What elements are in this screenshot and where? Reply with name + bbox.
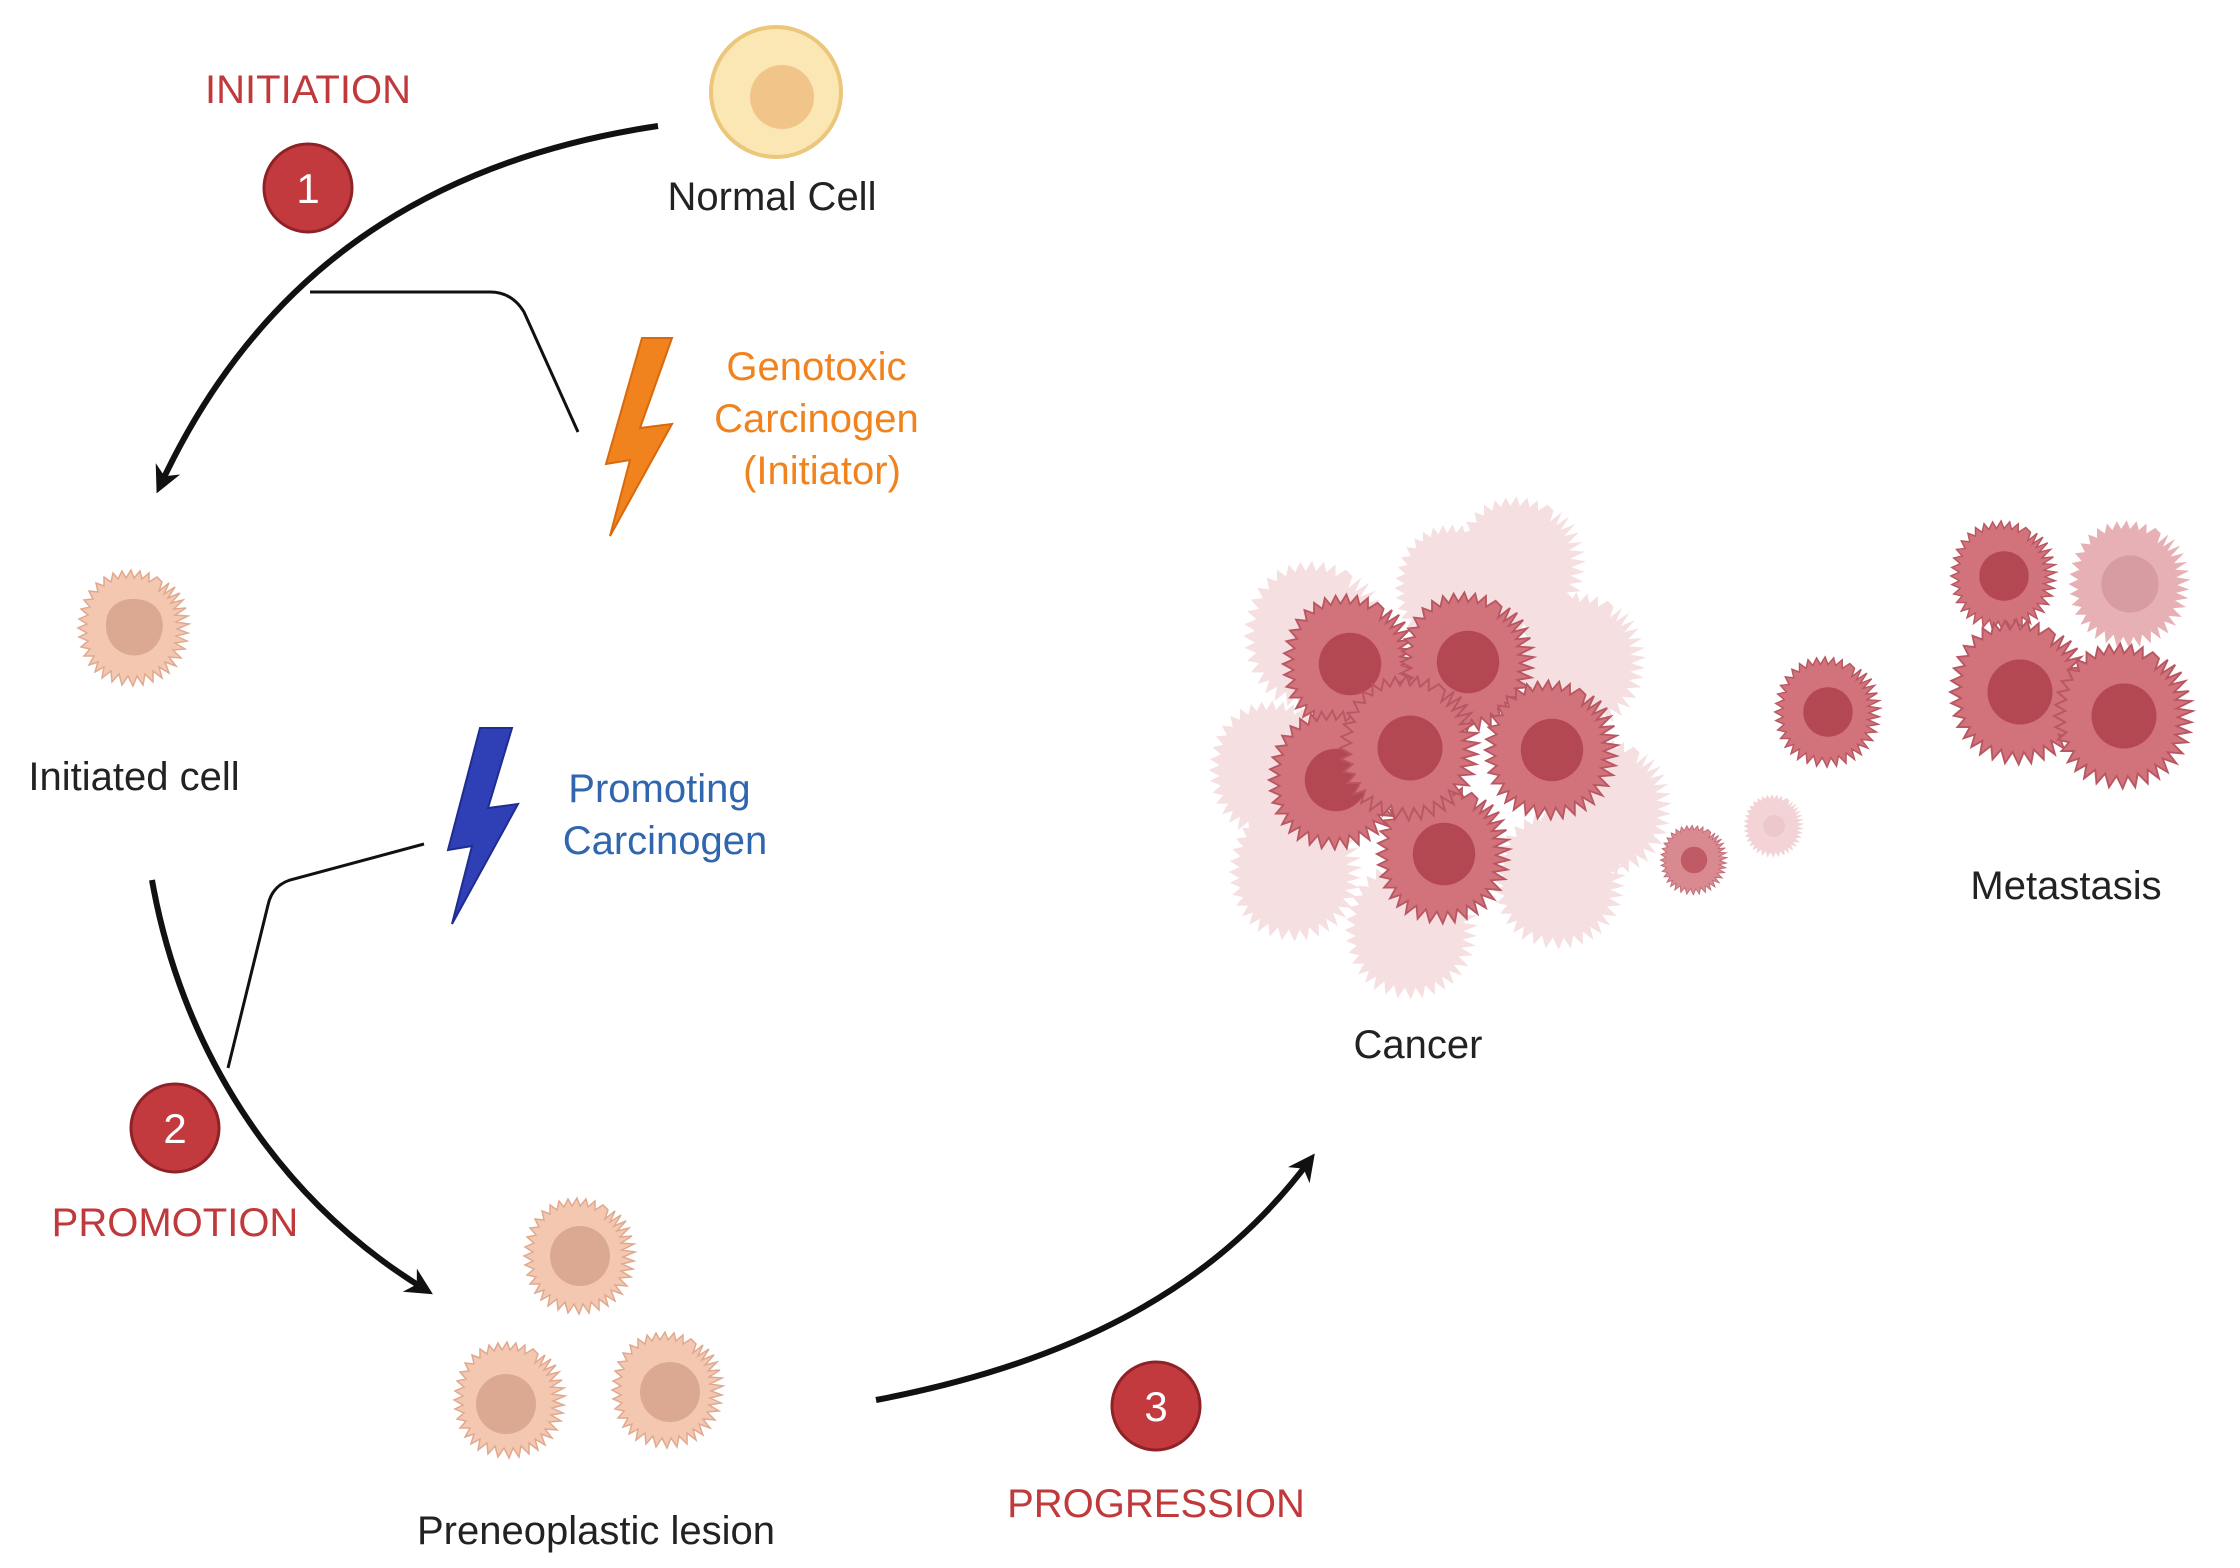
initiation-number: 1 bbox=[296, 165, 319, 212]
progression-badge: 3 bbox=[1110, 1360, 1202, 1452]
initiation-arrow bbox=[155, 123, 659, 494]
promoting-line-2: Carcinogen bbox=[563, 819, 768, 863]
initiation-badge: 1 bbox=[262, 142, 354, 234]
preneoplastic-label: Preneoplastic lesion bbox=[417, 1509, 775, 1553]
promoting-lightning-icon bbox=[446, 727, 520, 925]
genotoxic-line-3: (Initiator) bbox=[743, 449, 901, 493]
genotoxic-label: Genotoxic Carcinogen (Initiator) bbox=[714, 345, 930, 493]
metastasis-cluster-icon bbox=[1949, 520, 2194, 790]
migrating-cells-icon bbox=[1659, 656, 1881, 896]
normal-cell-icon bbox=[709, 25, 843, 159]
genotoxic-line-2: Carcinogen bbox=[714, 397, 919, 441]
promotion-number: 2 bbox=[163, 1105, 186, 1152]
initiated-cell-icon bbox=[77, 569, 190, 687]
initiated-cell-label: Initiated cell bbox=[28, 755, 239, 799]
promotion-label: PROMOTION bbox=[52, 1201, 299, 1245]
genotoxic-lightning-icon bbox=[604, 337, 674, 537]
normal-cell-label: Normal Cell bbox=[668, 175, 877, 219]
genotoxic-connector bbox=[310, 290, 580, 433]
initiation-label: INITIATION bbox=[205, 68, 411, 112]
metastasis-label: Metastasis bbox=[1970, 864, 2161, 908]
genotoxic-line-1: Genotoxic bbox=[726, 345, 906, 389]
promoting-line-1: Promoting bbox=[568, 767, 750, 811]
promoting-label: Promoting Carcinogen bbox=[563, 767, 768, 863]
progression-label: PROGRESSION bbox=[1007, 1482, 1305, 1526]
cancer-cluster-icon bbox=[1208, 496, 1672, 1000]
promoting-connector bbox=[226, 842, 425, 1069]
cancer-label: Cancer bbox=[1354, 1023, 1483, 1067]
preneoplastic-lesion-icon bbox=[453, 1197, 724, 1459]
progression-number: 3 bbox=[1144, 1383, 1167, 1430]
progression-arrow bbox=[875, 1153, 1315, 1403]
promotion-badge: 2 bbox=[129, 1082, 221, 1174]
promotion-arrow bbox=[149, 879, 433, 1295]
